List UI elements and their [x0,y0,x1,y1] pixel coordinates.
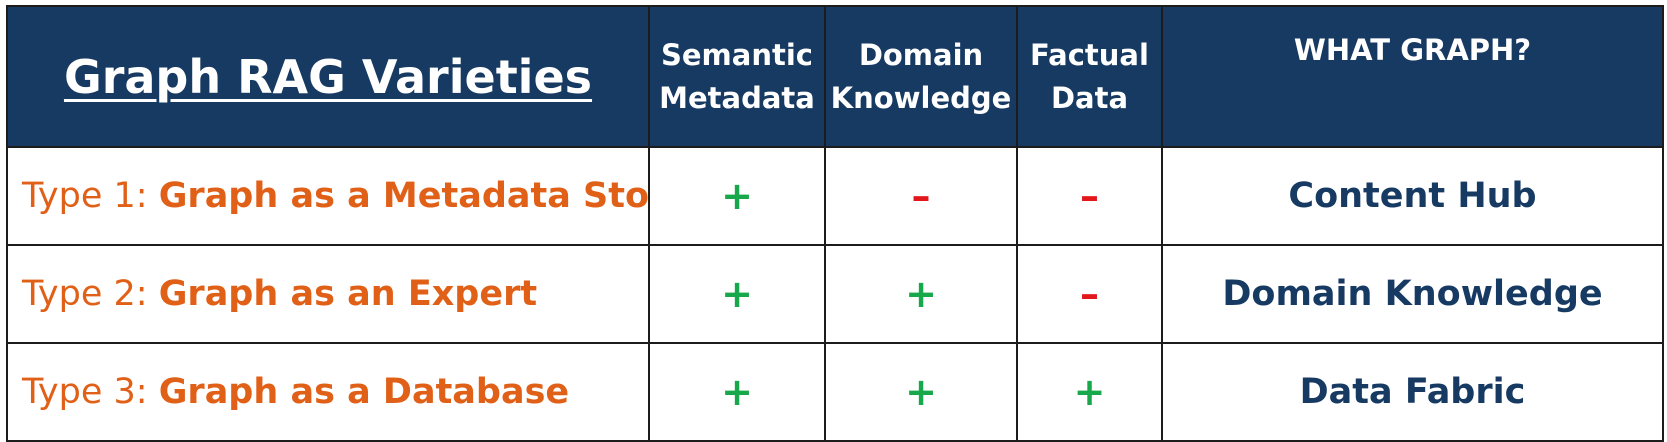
table-row: Type 3: Graph as a Database + + + Data F… [6,342,1664,442]
column-header-line: Factual [1030,38,1149,73]
mark-cell: + [648,244,826,344]
column-header-line: WHAT GRAPH? [1293,33,1532,67]
what-graph-cell: Domain Knowledge [1161,244,1664,344]
table-title: Graph RAG Varieties [63,49,593,104]
header-row: Graph RAG Varieties Semantic Metadata Do… [6,5,1664,148]
column-header-line: Semantic [661,38,813,73]
mark-cell: + [648,342,826,442]
table-row: Type 2: Graph as an Expert + + – Domain … [6,244,1664,344]
mark-cell: – [1016,146,1163,246]
type-cell: Type 2: Graph as an Expert [6,244,650,344]
table-row: Type 1: Graph as a Metadata Store + – – … [6,146,1664,246]
type-prefix: Type 1: [22,176,159,216]
type-cell: Type 3: Graph as a Database [6,342,650,442]
column-header-what-graph: WHAT GRAPH? [1161,5,1664,148]
mark-cell: + [824,244,1018,344]
type-prefix: Type 3: [22,372,159,412]
type-cell: Type 1: Graph as a Metadata Store [6,146,650,246]
column-header-line: Metadata [659,80,815,115]
type-name: Graph as a Metadata Store [158,176,649,216]
type-name: Graph as a Database [158,372,570,412]
graph-rag-varieties-table: Graph RAG Varieties Semantic Metadata Do… [6,5,1664,442]
column-header-line: Knowledge [830,80,1012,115]
mark-cell: + [824,342,1018,442]
column-header-semantic-metadata: Semantic Metadata [648,5,826,148]
what-graph-cell: Data Fabric [1161,342,1664,442]
mark-cell: – [1016,244,1163,344]
mark-cell: – [824,146,1018,246]
column-header-domain-knowledge: Domain Knowledge [824,5,1018,148]
column-header-line: Data [1050,80,1129,115]
mark-cell: + [1016,342,1163,442]
column-header-factual-data: Factual Data [1016,5,1163,148]
type-name: Graph as an Expert [158,274,538,314]
table-title-cell: Graph RAG Varieties [6,5,650,148]
what-graph-cell: Content Hub [1161,146,1664,246]
type-prefix: Type 2: [22,274,159,314]
column-header-line: Domain [858,38,984,73]
mark-cell: + [648,146,826,246]
